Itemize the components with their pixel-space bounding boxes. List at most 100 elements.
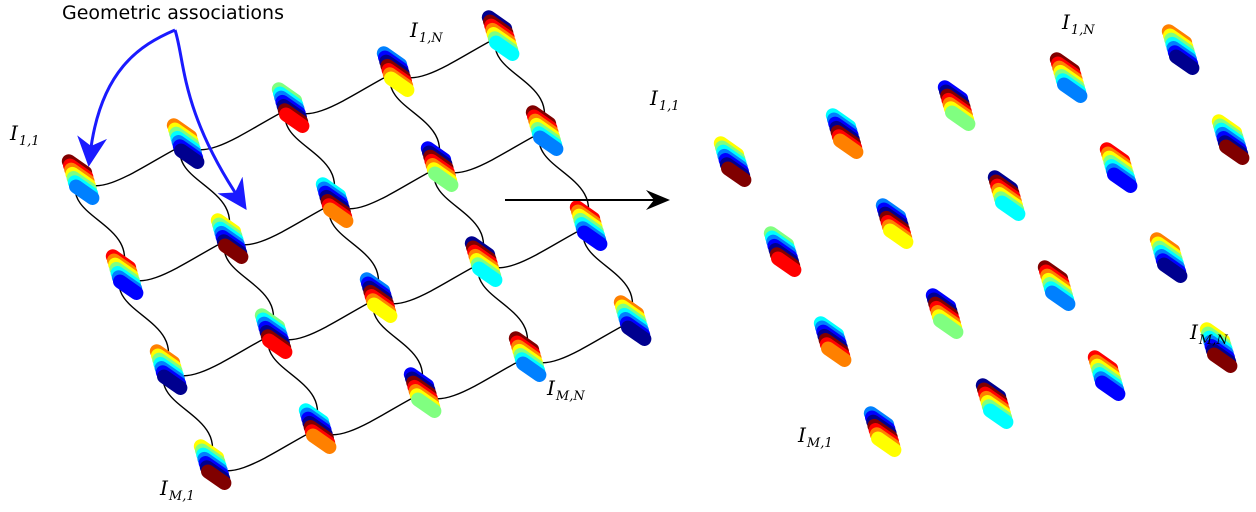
layer-ellipse xyxy=(384,71,415,97)
label-sub: M,1 xyxy=(806,436,833,451)
layer-ellipse xyxy=(995,195,1026,221)
layer-ellipse xyxy=(472,261,503,287)
patch-stack-right xyxy=(1199,322,1238,373)
patch-stack-right xyxy=(875,198,914,249)
patch-stack-left xyxy=(508,331,547,382)
patch-stack-right xyxy=(1211,114,1250,165)
patch-stack-left xyxy=(403,367,442,418)
connector-curve xyxy=(421,356,528,400)
patch-stack-right xyxy=(825,108,864,159)
patch-stack-right xyxy=(813,316,852,367)
layer-ellipse xyxy=(1219,139,1250,165)
layer-ellipse xyxy=(721,161,752,187)
connector-curve xyxy=(526,320,633,364)
label-sub: M,N xyxy=(555,389,585,404)
label-base: I xyxy=(798,423,806,447)
patch-stack-right xyxy=(1087,350,1126,401)
patch-stack-left xyxy=(359,272,398,323)
connector-curve xyxy=(438,130,545,174)
patch-stack-left xyxy=(613,295,652,346)
layer-ellipse xyxy=(516,356,547,382)
layer-ellipse xyxy=(1045,285,1076,311)
layer-ellipse xyxy=(945,105,976,131)
connector-curve xyxy=(316,392,423,436)
patch-stack-left xyxy=(481,10,520,61)
patch-stack-left xyxy=(464,236,503,287)
patch-stack-left xyxy=(193,439,232,490)
connector-curve xyxy=(167,333,274,377)
layer-ellipse xyxy=(1169,49,1200,75)
label-base: I xyxy=(1190,320,1198,344)
layer-ellipse xyxy=(411,392,442,418)
connector-curve xyxy=(333,166,440,210)
layer-ellipse xyxy=(1107,167,1138,193)
patch-stack-right xyxy=(937,80,976,131)
patch-stack-left xyxy=(420,141,459,192)
association-arrow-2 xyxy=(173,29,247,210)
connector-curve xyxy=(377,261,484,305)
label-left-top-right: I1,N xyxy=(410,20,443,45)
label-right-bottom-left: IM,1 xyxy=(798,425,833,450)
label-sub: 1,N xyxy=(418,31,443,46)
patch-stack-right xyxy=(975,378,1014,429)
label-base: I xyxy=(547,376,555,400)
patch-stack-left xyxy=(569,200,608,251)
layer-ellipse xyxy=(1057,77,1088,103)
layer-ellipse xyxy=(933,313,964,339)
patch-stack-left xyxy=(376,46,415,97)
layer-ellipse xyxy=(1157,257,1188,283)
patch-stack-left xyxy=(105,249,144,300)
layer-ellipse xyxy=(1207,347,1238,373)
layer-ellipse xyxy=(201,464,232,490)
association-arrow-1 xyxy=(77,28,176,167)
patch-stack-right xyxy=(863,406,902,457)
label-right-top-left: I1,1 xyxy=(650,88,680,113)
connector-curve xyxy=(482,225,589,269)
label-sub: 1,1 xyxy=(18,134,40,149)
patch-stack-right xyxy=(1099,142,1138,193)
label-sub: M,1 xyxy=(168,489,195,504)
layer-ellipse xyxy=(218,238,249,264)
layer-ellipse xyxy=(489,35,520,61)
layer-ellipse xyxy=(821,341,852,367)
patch-stack-left xyxy=(166,118,205,169)
layer-ellipse xyxy=(306,428,337,454)
patch-stack-left xyxy=(271,82,310,133)
label-left-bottom-left: IM,1 xyxy=(160,478,195,503)
layer-ellipse xyxy=(983,403,1014,429)
layer-ellipse xyxy=(69,179,100,205)
patch-stack-right xyxy=(1037,260,1076,311)
annotation-label: Geometric associations xyxy=(62,2,284,24)
label-sub: 1,1 xyxy=(658,99,680,114)
patch-stack-right xyxy=(1149,232,1188,283)
label-right-top-right: I1,N xyxy=(1062,12,1095,37)
connector-curve xyxy=(228,202,335,246)
label-sub: M,N xyxy=(1198,333,1228,348)
patch-stack-right xyxy=(713,136,752,187)
layer-ellipse xyxy=(771,251,802,277)
left-grid-stacks xyxy=(61,10,652,490)
layer-ellipse xyxy=(883,223,914,249)
connector-curve xyxy=(211,428,318,472)
layer-ellipse xyxy=(367,297,398,323)
connector-curve xyxy=(272,297,379,341)
layer-ellipse xyxy=(113,274,144,300)
patch-stack-left xyxy=(298,403,337,454)
association-arrows xyxy=(77,28,247,210)
connector-curve xyxy=(289,71,396,115)
layer-ellipse xyxy=(157,369,188,395)
patch-stack-left xyxy=(254,308,293,359)
label-base: I xyxy=(160,476,168,500)
patch-stack-right xyxy=(1049,52,1088,103)
layer-ellipse xyxy=(262,333,293,359)
label-left-top-left: I1,1 xyxy=(10,123,40,148)
layer-ellipse xyxy=(174,143,205,169)
layer-ellipse xyxy=(871,431,902,457)
layer-ellipse xyxy=(1095,375,1126,401)
label-base: I xyxy=(650,86,658,110)
patch-stack-left xyxy=(525,105,564,156)
layer-ellipse xyxy=(323,202,354,228)
patch-stack-left xyxy=(210,213,249,264)
